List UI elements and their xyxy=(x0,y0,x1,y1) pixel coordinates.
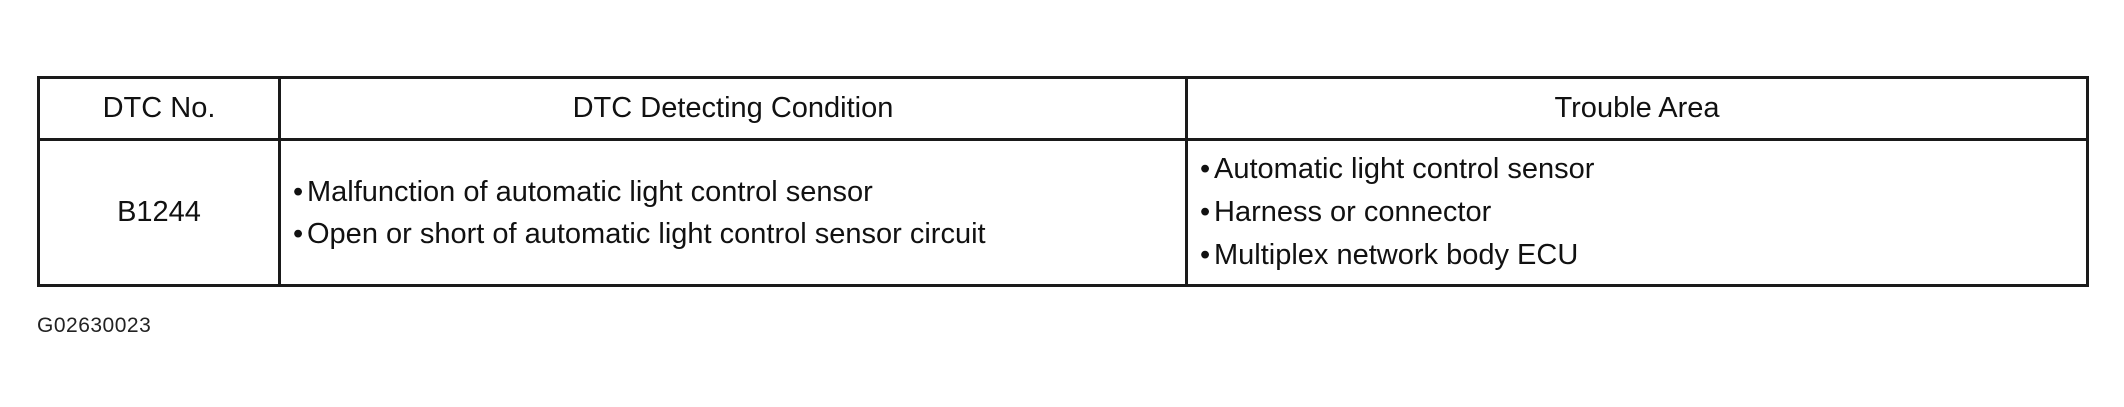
trouble-area-cell: •Automatic light control sensor •Harness… xyxy=(1185,138,2089,287)
trouble-area-list: •Automatic light control sensor •Harness… xyxy=(1188,148,2086,277)
bullet-icon: • xyxy=(293,175,304,208)
condition-text: Malfunction of automatic light control s… xyxy=(307,175,873,208)
condition-text: Open or short of automatic light control… xyxy=(307,217,986,250)
list-item: •Harness or connector xyxy=(1200,191,2086,234)
bullet-icon: • xyxy=(1200,196,1211,228)
list-item: •Multiplex network body ECU xyxy=(1200,234,2086,277)
trouble-area-text: Harness or connector xyxy=(1214,196,1492,228)
bullet-icon: • xyxy=(1200,239,1211,271)
condition-list: •Malfunction of automatic light control … xyxy=(281,171,1185,255)
condition-cell: •Malfunction of automatic light control … xyxy=(278,138,1188,287)
dtc-table: DTC No. DTC Detecting Condition Trouble … xyxy=(37,76,2089,287)
table-row: B1244 •Malfunction of automatic light co… xyxy=(37,138,2089,287)
dtc-code-cell: B1244 xyxy=(37,138,281,287)
bullet-icon: • xyxy=(1200,153,1211,185)
trouble-area-text: Multiplex network body ECU xyxy=(1214,239,1579,271)
table-header-row: DTC No. DTC Detecting Condition Trouble … xyxy=(37,76,2089,141)
trouble-area-text: Automatic light control sensor xyxy=(1214,153,1595,185)
list-item: •Automatic light control sensor xyxy=(1200,148,2086,191)
header-trouble-area: Trouble Area xyxy=(1185,76,2089,141)
header-dtc-no: DTC No. xyxy=(37,76,281,141)
bullet-icon: • xyxy=(293,217,304,250)
list-item: •Open or short of automatic light contro… xyxy=(293,213,1185,255)
list-item: •Malfunction of automatic light control … xyxy=(293,171,1185,213)
header-detecting-condition: DTC Detecting Condition xyxy=(278,76,1188,141)
figure-id: G02630023 xyxy=(37,314,152,337)
